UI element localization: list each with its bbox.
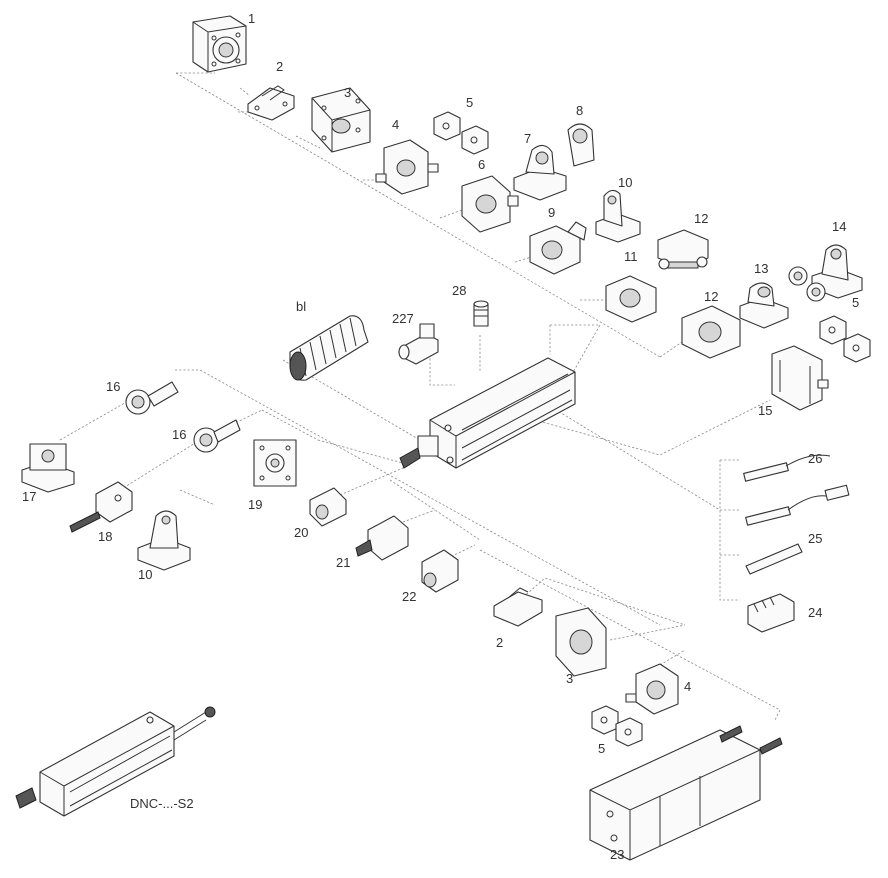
part-26-sensor [743, 454, 831, 482]
part-13-clevis-foot [739, 282, 789, 329]
part-2-foot-mount-lower [493, 587, 543, 627]
callout-2: 2 [276, 59, 284, 74]
callout-16-lower: 16 [172, 427, 187, 442]
callout-227: 227 [392, 311, 414, 326]
callout-26: 26 [808, 451, 823, 466]
part-16-rod-eye [125, 381, 179, 415]
callout-5: 5 [466, 95, 474, 110]
part-21-coupling [355, 515, 409, 561]
part-12-pivot-mount-top [657, 229, 709, 270]
part-8-rod-eye [567, 123, 595, 167]
part-5-clamp-blocks-lower [591, 705, 643, 747]
callout-25: 25 [808, 531, 823, 546]
callout-9: 9 [548, 205, 556, 220]
callout-19: 19 [248, 497, 263, 512]
callout-13: 13 [754, 261, 769, 276]
part-25-slot-cover [745, 543, 803, 575]
part-18-rod-clevis [69, 481, 133, 533]
part-24-sensor-bracket [747, 593, 795, 633]
callout-8: 8 [576, 103, 584, 118]
part-17-clevis-foot [21, 443, 75, 493]
part-10-clevis-bracket-lower [137, 510, 191, 571]
part-6-trunnion-mount [461, 175, 519, 233]
part-12-pivot-mount [681, 305, 741, 359]
cylinder-caption: DNC-...-S2 [130, 796, 194, 811]
part-20-rod-clevis [309, 487, 347, 527]
dnc-s2-cylinder [15, 706, 216, 817]
callout-7: 7 [524, 131, 532, 146]
part-1-flange [192, 15, 247, 73]
part-15-foot-mounting [771, 345, 829, 411]
part-4-trunnion-flange-lower [625, 663, 679, 715]
part-bl-bellows [289, 315, 369, 381]
part-4-trunnion-flange [375, 139, 439, 195]
callout-20: 20 [294, 525, 309, 540]
callout-3: 3 [344, 85, 352, 100]
callout-21: 21 [336, 555, 351, 570]
part-227-fitting [398, 323, 439, 365]
part-28-fitting [473, 300, 489, 327]
callout-3-lower: 3 [566, 671, 574, 686]
callout-14: 14 [832, 219, 847, 234]
callout-24: 24 [808, 605, 823, 620]
callout-2-lower: 2 [496, 635, 504, 650]
callout-4-lower: 4 [684, 679, 692, 694]
part-14-trunnion-support [788, 244, 863, 302]
callout-6: 6 [478, 157, 486, 172]
callout-28: 28 [452, 283, 467, 298]
part-3-flange-plate [311, 87, 371, 153]
callout-17: 17 [22, 489, 37, 504]
part-7-clevis-foot [513, 144, 567, 201]
part-9-flange-mount [529, 221, 587, 275]
part-5-clamp-blocks [433, 111, 489, 155]
main-cylinder [399, 357, 576, 469]
part-2-foot-mount [247, 85, 295, 121]
callout-1: 1 [248, 11, 256, 26]
part-16-rod-eye-2 [193, 419, 241, 453]
callout-12-top: 12 [694, 211, 709, 226]
callout-11: 11 [624, 249, 638, 264]
part-26-sensor-cable [745, 484, 850, 526]
callout-4: 4 [392, 117, 400, 132]
callout-16-upper: 16 [106, 379, 121, 394]
callout-12: 12 [704, 289, 719, 304]
part-22-coupling-piece [421, 549, 459, 593]
callout-22: 22 [402, 589, 417, 604]
part-11-flange-mount [605, 275, 657, 323]
callout-5-right: 5 [852, 295, 860, 310]
callout-10: 10 [618, 175, 633, 190]
callout-15: 15 [758, 403, 773, 418]
part-23-guide-unit [589, 725, 783, 861]
callout-10-lower: 10 [138, 567, 153, 582]
part-3-flange-plate-lower [555, 607, 607, 677]
part-19-flange-plate [253, 439, 297, 487]
part-10-clevis-bracket [595, 189, 641, 243]
callout-23: 23 [610, 847, 625, 862]
callout-18: 18 [98, 529, 113, 544]
part-5-clamp-blocks-right [819, 315, 871, 363]
callout-bl: bl [296, 299, 307, 314]
callout-5-lower: 5 [598, 741, 606, 756]
